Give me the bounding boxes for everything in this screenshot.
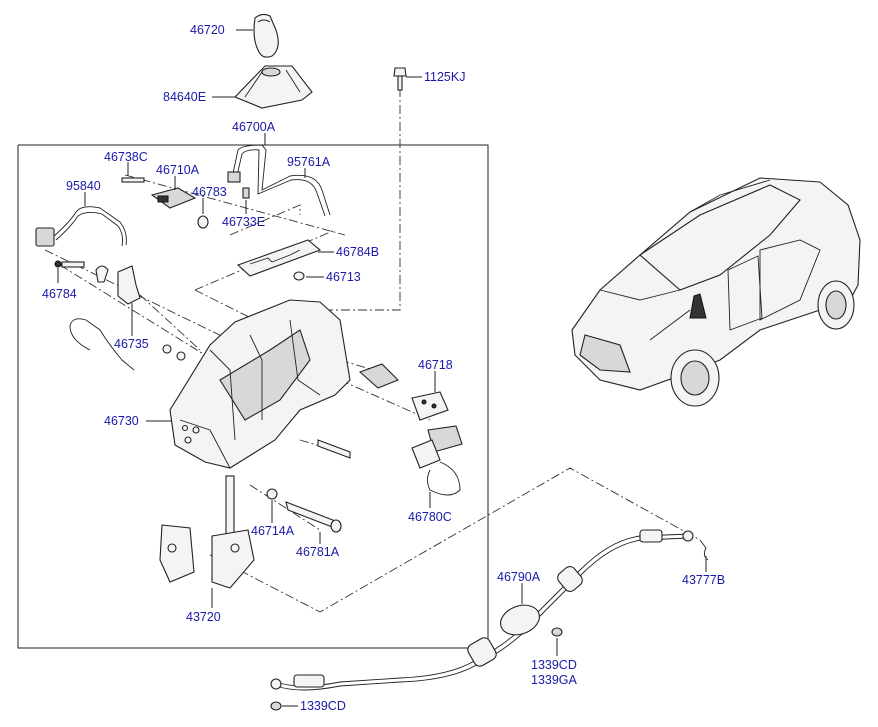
label-46790A[interactable]: 46790A [497, 570, 541, 584]
label-1339GA[interactable]: 1339GA [531, 673, 578, 687]
assembly-frame-left-bottom [17, 145, 488, 649]
label-46780C[interactable]: 46780C [408, 510, 452, 524]
label-1339CD-b[interactable]: 1339CD [300, 699, 346, 713]
shift-cable-drawing [270, 529, 694, 691]
label-46713[interactable]: 46713 [326, 270, 361, 284]
label-84640E[interactable]: 84640E [163, 90, 206, 104]
label-46720[interactable]: 46720 [190, 23, 225, 37]
pin-46784 [54, 260, 62, 268]
pin-46781A-head [330, 519, 342, 533]
sensor-46718-drawing [358, 363, 449, 421]
solenoid-drawing [150, 187, 197, 209]
label-95761A[interactable]: 95761A [287, 155, 331, 169]
label-46784B[interactable]: 46784B [336, 245, 379, 259]
nut-1339CD-b [270, 701, 282, 711]
bolt-drawing [393, 67, 407, 91]
plate-46784B-drawing [236, 239, 322, 277]
label-43777B[interactable]: 43777B [682, 573, 725, 587]
label-46710A[interactable]: 46710A [156, 163, 200, 177]
label-43720[interactable]: 43720 [186, 610, 221, 624]
sensor-harness-drawing [35, 206, 127, 247]
ring-46783 [197, 215, 209, 229]
key-bar [317, 439, 351, 459]
label-46784[interactable]: 46784 [42, 287, 77, 301]
assembly-frame [18, 144, 489, 520]
label-46783[interactable]: 46783 [192, 185, 227, 199]
nut-1339CD [551, 627, 563, 637]
label-46700A[interactable]: 46700A [232, 120, 276, 134]
label-46718[interactable]: 46718 [418, 358, 453, 372]
guide-lines [44, 88, 701, 613]
vehicle-illustration [571, 177, 861, 407]
shifter-housing-drawing [169, 299, 351, 469]
label-46733E[interactable]: 46733E [222, 215, 265, 229]
label-1339CD-a[interactable]: 1339CD [531, 658, 577, 672]
clip-46733E [242, 187, 250, 199]
lever-43720-drawing [159, 475, 255, 589]
washer-2 [176, 351, 186, 361]
label-46738C[interactable]: 46738C [104, 150, 148, 164]
clip-43777B [699, 539, 709, 561]
label-95840[interactable]: 95840 [66, 179, 101, 193]
harness-95761A-drawing [227, 144, 331, 217]
label-46735[interactable]: 46735 [114, 337, 149, 351]
label-46730[interactable]: 46730 [104, 414, 139, 428]
shift-knob-drawing [253, 13, 279, 58]
label-46781A[interactable]: 46781A [296, 545, 340, 559]
label-46714A[interactable]: 46714A [251, 524, 295, 538]
shift-boot-drawing [234, 65, 313, 109]
part-46713 [293, 271, 305, 281]
washer-46714A [266, 488, 278, 500]
wire-loop [69, 318, 135, 371]
washer-1 [162, 344, 172, 354]
lever-46735-drawing [61, 261, 141, 305]
switch-46780C-drawing [411, 425, 463, 496]
label-1125KJ[interactable]: 1125KJ [424, 70, 465, 84]
pin-46738C [121, 177, 145, 183]
